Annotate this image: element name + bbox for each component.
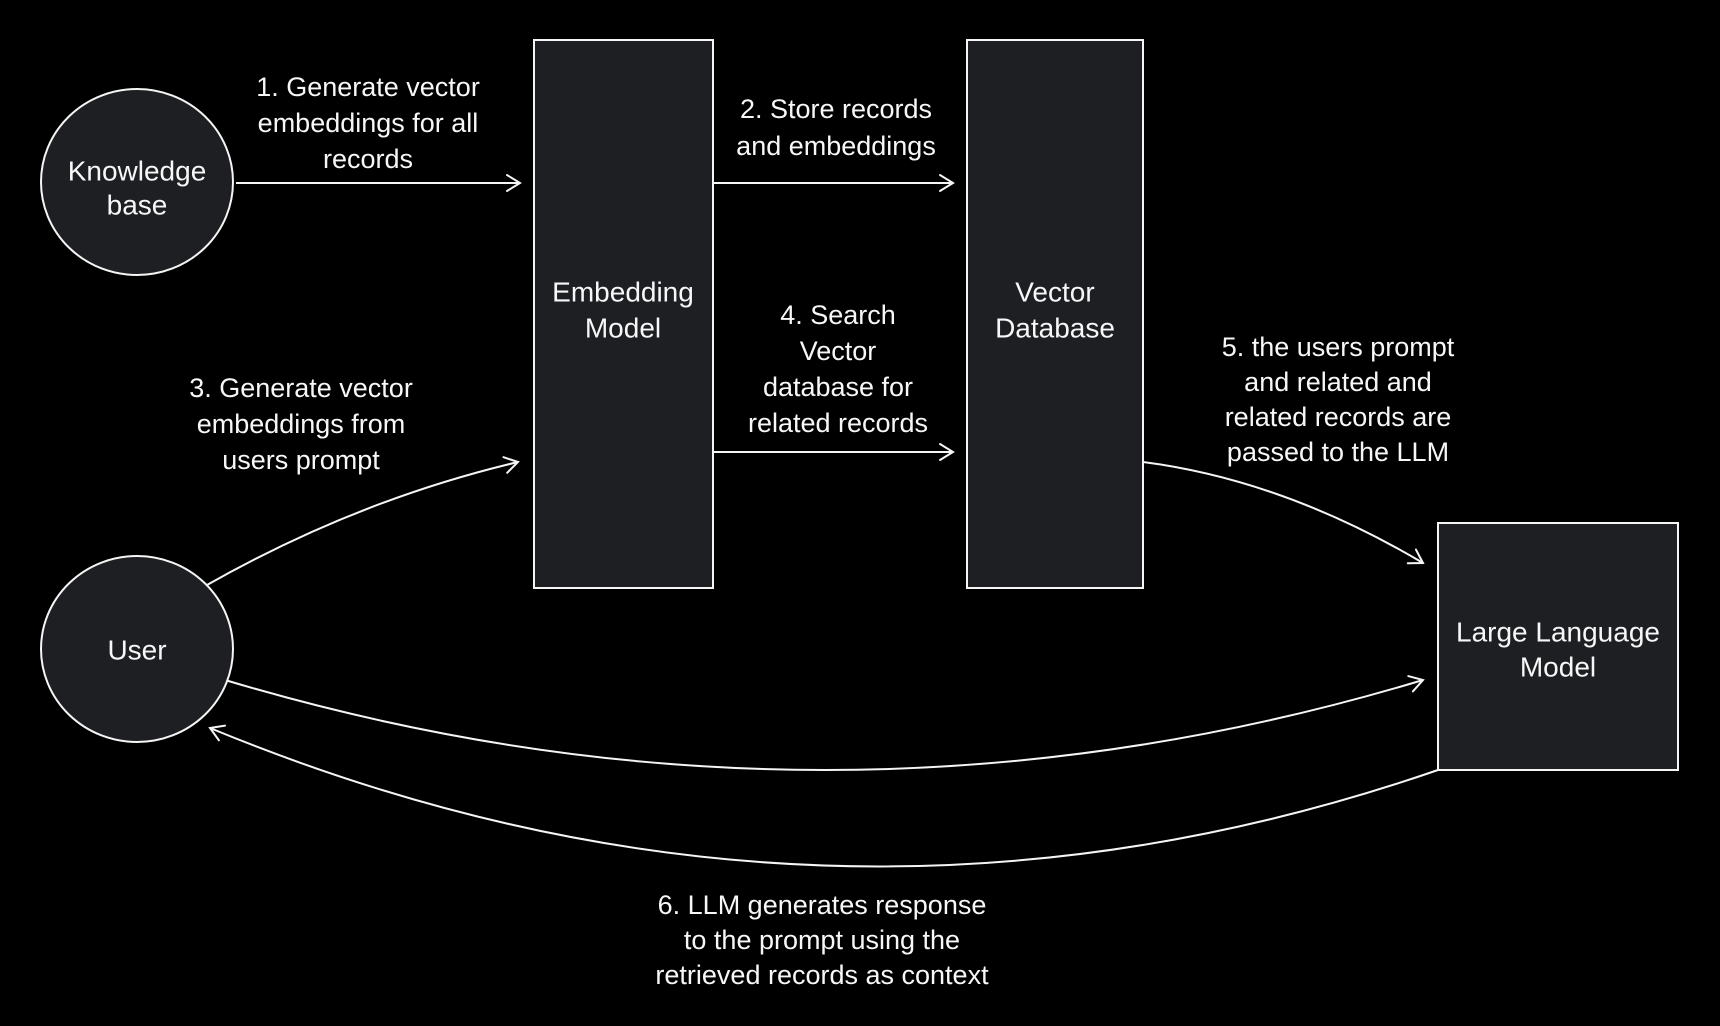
edge-user-to-llm (224, 675, 1425, 771)
vector-database-label: Database (995, 313, 1115, 344)
edge-6-llm-to-user-label: retrieved records as context (655, 960, 989, 990)
user-label: User (107, 635, 166, 666)
large-language-model-label: Model (1520, 652, 1596, 683)
user-shape (40, 555, 234, 743)
edge-1-knowledge-to-embedding-label: embeddings for all (258, 108, 479, 138)
edge-5-vectordb-to-llm-label: passed to the LLM (1227, 437, 1449, 467)
edge-6-llm-to-user (208, 724, 1439, 868)
embedding-model-label: Model (585, 313, 661, 344)
embedding-model-label: Embedding (552, 277, 694, 308)
edge-3-user-to-embedding (206, 456, 520, 586)
edge-1-knowledge-to-embedding-label: 1. Generate vector (256, 72, 480, 102)
edge-3-user-to-embedding-label: 3. Generate vector (189, 373, 413, 403)
edge-6-llm-to-user-label: to the prompt using the (684, 925, 960, 955)
large-language-model-shape (1437, 522, 1679, 771)
edge-4-embedding-to-vectordb-search-label: database for (763, 372, 913, 402)
edge-4-embedding-to-vectordb-search-label: related records (748, 408, 928, 438)
knowledge-base-label: Knowledge (68, 156, 207, 187)
vector-database-label: Vector (1015, 277, 1094, 308)
edge-5-vectordb-to-llm-label: related records are (1225, 402, 1452, 432)
edge-2-embedding-to-vectordb-label: 2. Store records (740, 94, 932, 124)
edge-5-vectordb-to-llm-label: 5. the users prompt (1222, 332, 1455, 362)
knowledge-base-shape (40, 88, 234, 276)
edge-1-knowledge-to-embedding-label: records (323, 144, 413, 174)
edge-4-embedding-to-vectordb-search-label: 4. Search (780, 300, 896, 330)
embedding-model-shape (533, 39, 714, 589)
knowledge-base-label: base (107, 190, 168, 221)
edge-5-vectordb-to-llm (1142, 461, 1425, 565)
edge-5-vectordb-to-llm-label: and related and (1244, 367, 1432, 397)
edge-2-embedding-to-vectordb-label: and embeddings (736, 131, 936, 161)
edge-6-llm-to-user-label: 6. LLM generates response (658, 890, 987, 920)
edge-4-embedding-to-vectordb-search-label: Vector (800, 336, 877, 366)
edge-3-user-to-embedding-label: embeddings from (197, 409, 406, 439)
large-language-model-label: Large Language (1456, 617, 1660, 648)
node-user: User (40, 555, 234, 743)
edge-3-user-to-embedding-label: users prompt (222, 445, 380, 475)
vector-database-shape (966, 39, 1144, 589)
